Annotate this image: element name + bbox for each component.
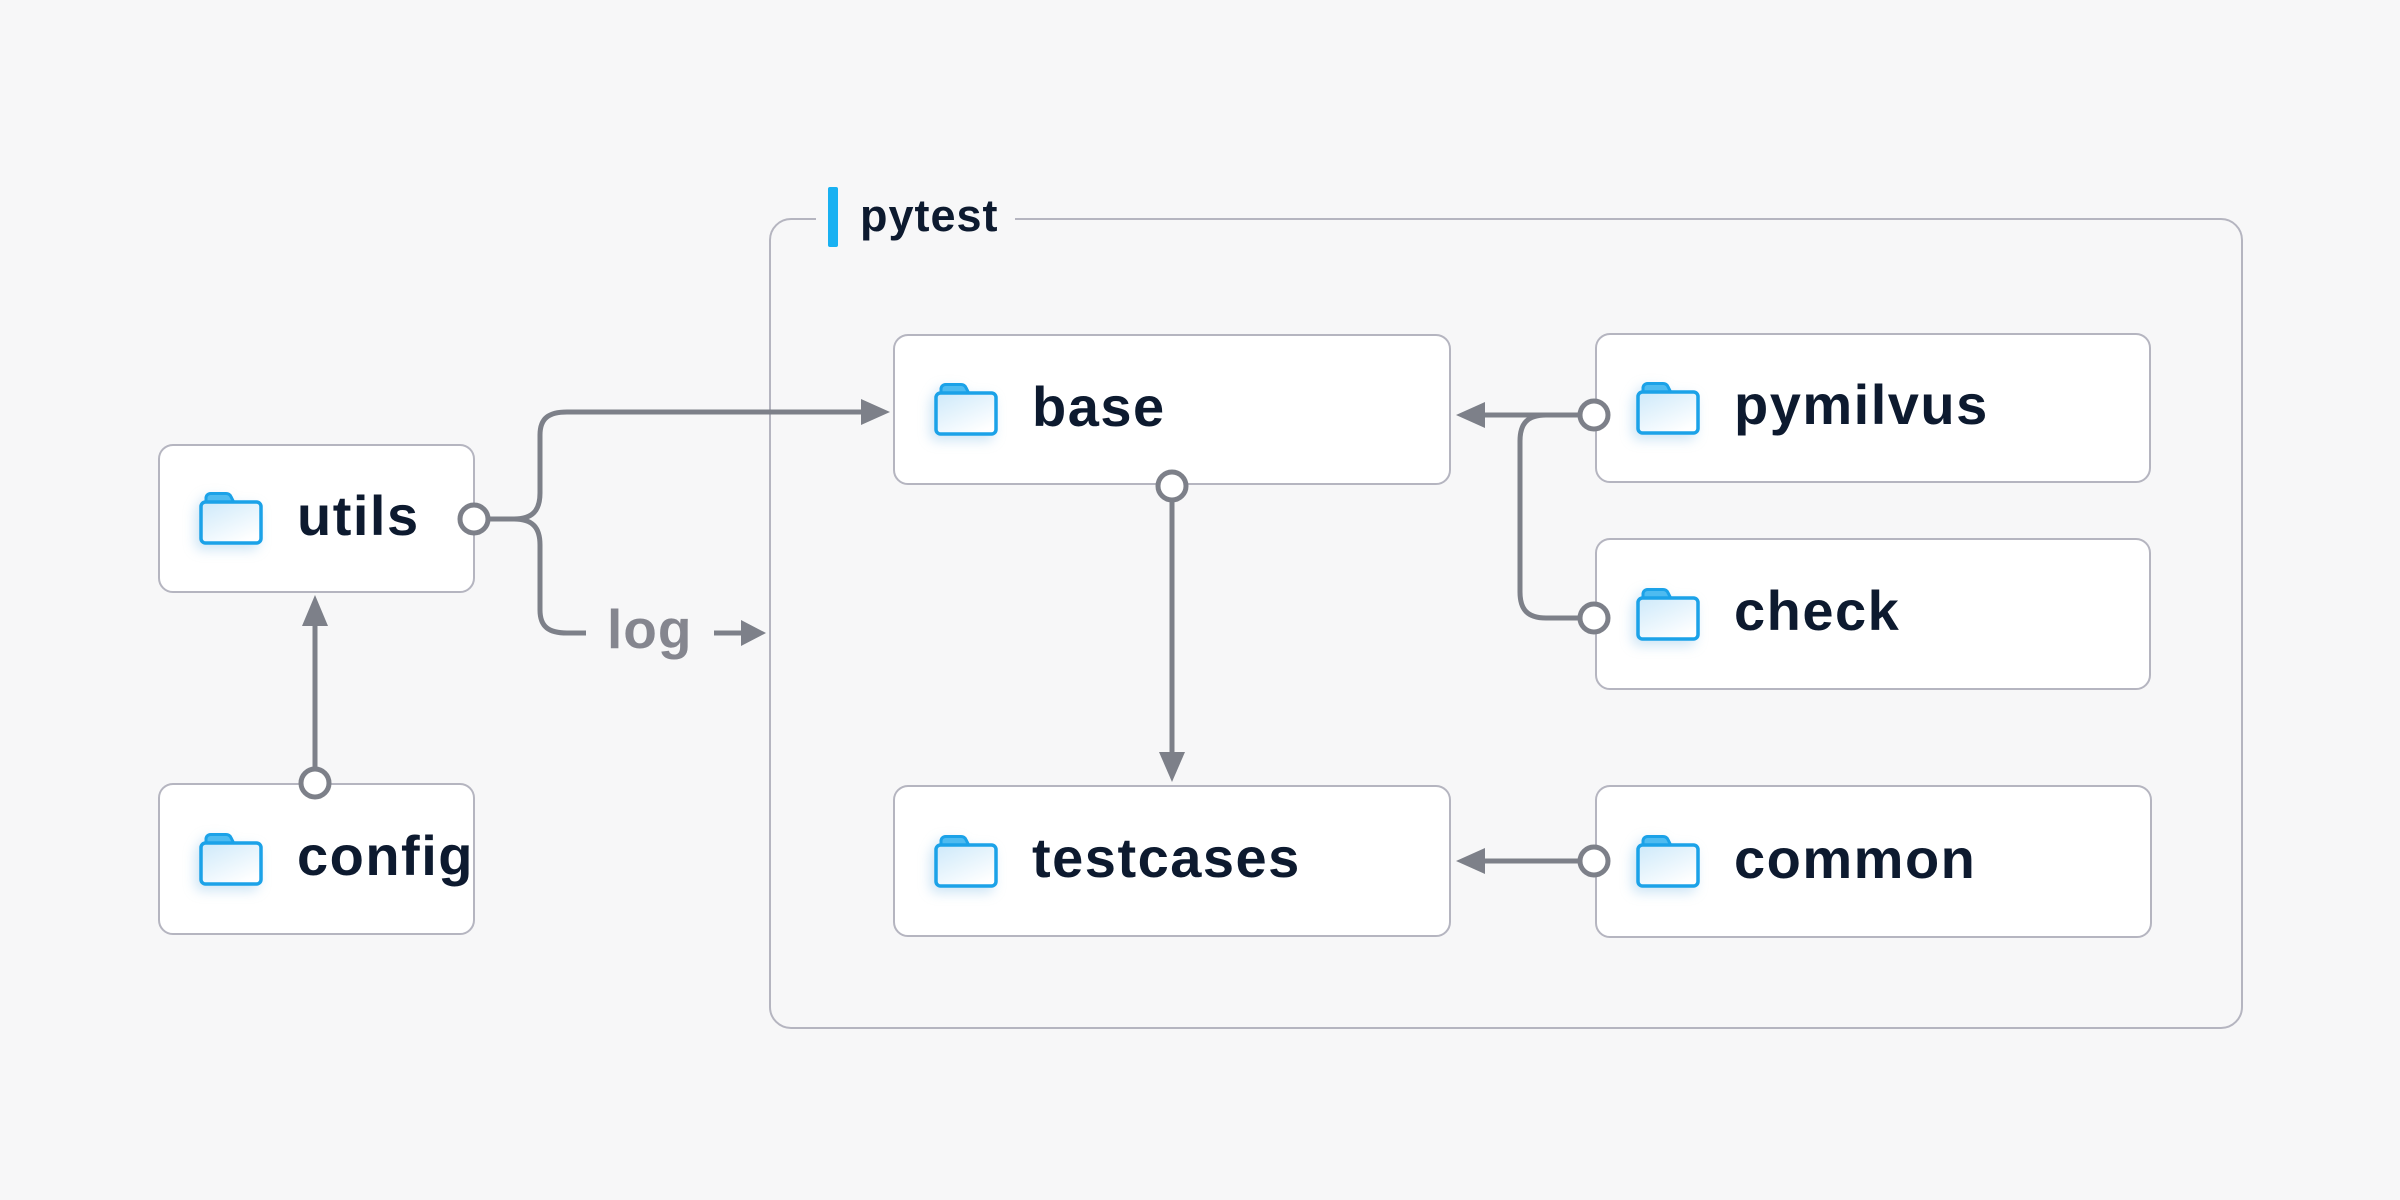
node-config: config [158,783,475,935]
node-base: base [893,334,1451,485]
node-label: config [297,824,474,887]
accent-bar [828,187,838,247]
edge-config-utils [298,595,332,800]
edge-log-arrow [714,620,766,646]
edge-label-log: log [607,598,693,661]
node-label: common [1734,826,1977,890]
node-label: testcases [1032,826,1301,889]
node-label: check [1734,579,1901,642]
node-pymilvus: pymilvus [1595,333,2151,483]
folder-icon [934,382,998,436]
node-label: utils [297,483,420,547]
folder-icon [1636,834,1700,888]
node-testcases: testcases [893,785,1451,937]
arrowhead-right [741,620,766,646]
pytest-group-label: pytest [816,187,1015,247]
arrowhead-up [302,595,328,626]
folder-icon [199,832,263,886]
folder-icon [1636,381,1700,435]
folder-icon [934,834,998,888]
folder-icon [1636,587,1700,641]
node-label: base [1032,374,1166,438]
pytest-group-container [769,218,2243,1029]
node-check: check [1595,538,2151,690]
folder-icon [199,491,263,545]
pytest-group-title: pytest [860,189,999,241]
node-utils: utils [158,444,475,593]
node-common: common [1595,785,2152,938]
node-label: pymilvus [1734,373,1989,436]
